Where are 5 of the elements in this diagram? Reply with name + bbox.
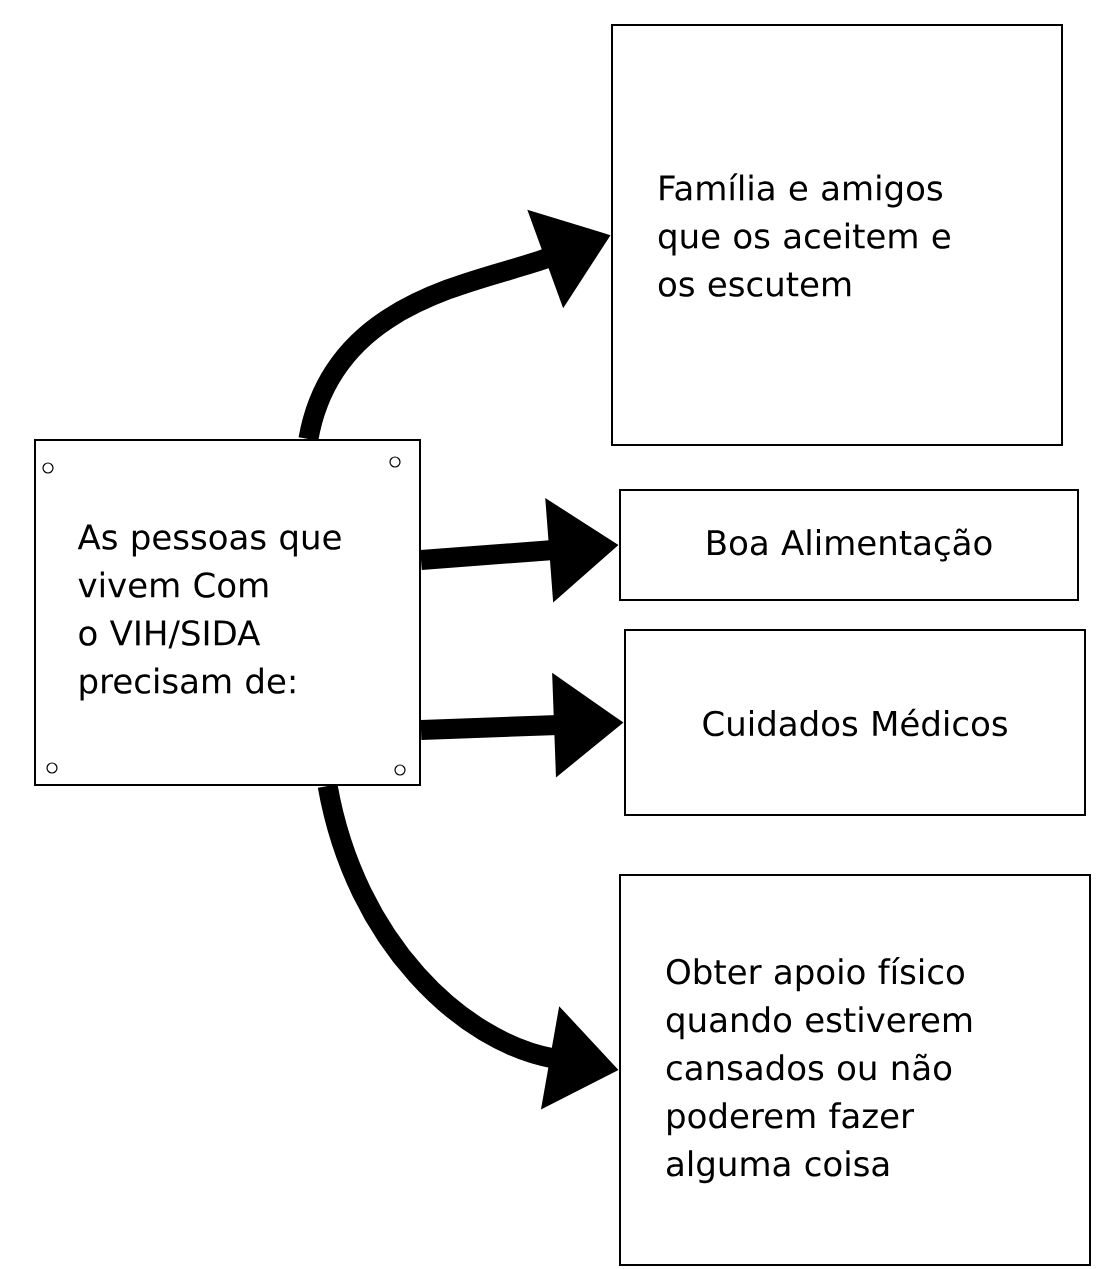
text-box: Família e amigos que os aceitem e os escutem <box>611 24 1063 446</box>
notice-board: As pessoas que vivem Com o VIH/SIDA precisam de: <box>34 439 421 786</box>
text-box: Cuidados Médicos <box>624 629 1086 816</box>
text-box: Obter apoio físico quando estiverem cansados ou não poderem fazer alguma coisa <box>619 874 1091 1266</box>
text-box: Boa Alimentação <box>619 489 1079 601</box>
